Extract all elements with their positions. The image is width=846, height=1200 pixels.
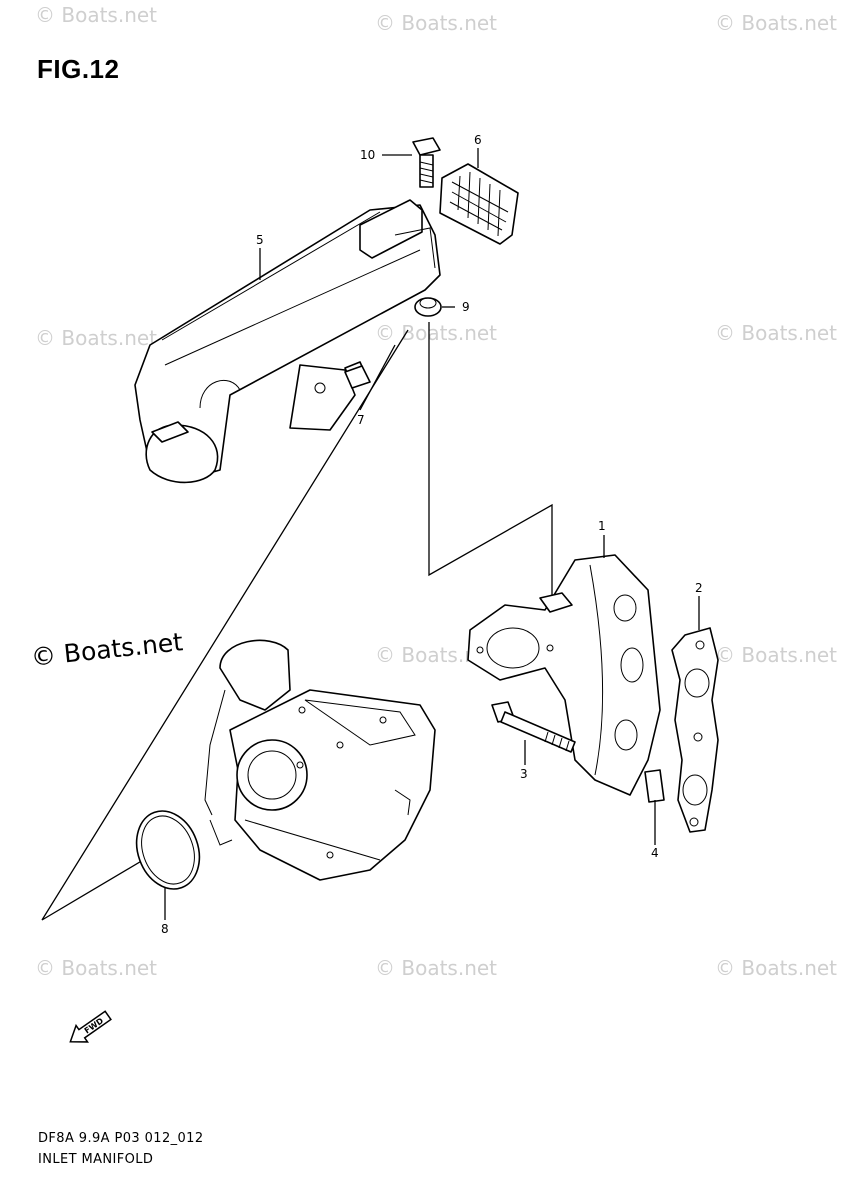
part-1-inlet-manifold [467,554,661,796]
part-3-bolt [491,701,576,753]
carburetor-assembly [204,639,436,881]
part-8-o-ring [135,810,201,890]
watermark-large: © Boats.net [30,627,185,672]
watermark: © Boats.net [375,321,497,345]
watermark: © Boats.net [35,3,157,27]
fwd-arrow-icon: FWD [69,1010,112,1043]
watermark: © Boats.net [715,11,837,35]
watermarks: © Boats.net © Boats.net © Boats.net © Bo… [30,3,838,980]
watermark: © Boats.net [35,956,157,980]
part-5-intake-silencer [134,199,441,484]
part-7-hose [344,365,371,389]
part-2-gasket [671,627,719,833]
callout-5: 5 [256,233,264,247]
watermark: © Boats.net [715,956,837,980]
part-10-bolt [412,137,441,188]
watermark: © Boats.net [715,321,837,345]
assembly-guide-lines [41,322,553,921]
callout-6: 6 [474,133,482,147]
part-4-dowel-pin [644,769,665,803]
callout-leaders [164,148,700,920]
watermark: © Boats.net [375,956,497,980]
callout-7: 7 [357,413,365,427]
part-9-grommet [414,297,442,317]
callout-labels: 1 2 3 4 5 6 7 8 9 10 [161,133,703,936]
callout-3: 3 [520,767,528,781]
callout-8: 8 [161,922,169,936]
callout-9: 9 [462,300,470,314]
callout-2: 2 [695,581,703,595]
watermark: © Boats.net [35,326,157,350]
callout-10: 10 [360,148,375,162]
footer-code: DF8A 9.9A P03 012_012 [38,1131,204,1146]
watermark: © Boats.net [715,643,837,667]
callout-4: 4 [651,846,659,860]
callout-1: 1 [598,519,606,533]
watermark: © Boats.net [375,11,497,35]
footer-name: INLET MANIFOLD [38,1152,154,1167]
part-6-filter-screen [439,163,519,245]
figure-title: FIG.12 [37,54,120,84]
